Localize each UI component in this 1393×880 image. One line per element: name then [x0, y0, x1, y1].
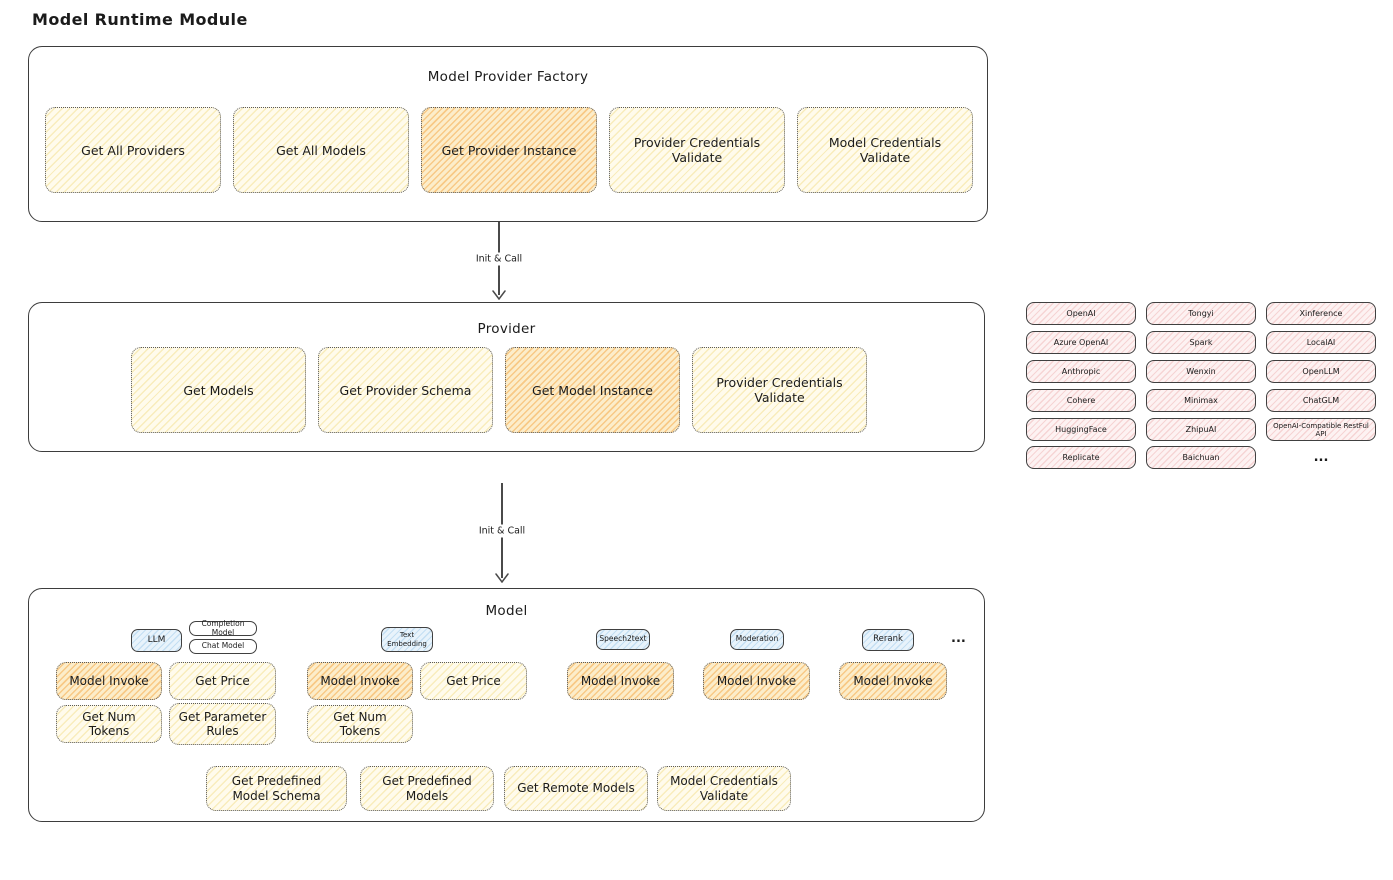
model-type-badge-completion-model: Completion Model	[189, 619, 257, 636]
page-title: Model Runtime Module	[32, 10, 248, 29]
provider-button-get-model-instance: Get Model Instance	[505, 347, 680, 433]
provider-chip-openai: OpenAI	[1026, 302, 1136, 325]
provider-button-get-models: Get Models	[131, 347, 306, 433]
provider-chip-xinference: Xinference	[1266, 302, 1376, 325]
provider-chip-zhipuai: ZhipuAI	[1146, 418, 1256, 441]
provider-chip-anthropic: Anthropic	[1026, 360, 1136, 383]
provider-button-get-provider-schema: Get Provider Schema	[318, 347, 493, 433]
provider-chip-wenxin: Wenxin	[1146, 360, 1256, 383]
provider-button-provider-credentials-validate: Provider Credentials Validate	[692, 347, 867, 433]
provider-chip-baichuan: Baichuan	[1146, 446, 1256, 469]
rerank-button-model-invoke: Model Invoke	[839, 662, 947, 700]
provider-chip-tongyi: Tongyi	[1146, 302, 1256, 325]
provider-chip-azure-openai: Azure OpenAI	[1026, 331, 1136, 354]
text-embedding-button-get-price: Get Price	[420, 662, 527, 700]
arrow-label-init-call-2: Init & Call	[473, 524, 531, 537]
provider-chip-chatglm: ChatGLM	[1266, 389, 1376, 412]
factory-button-get-all-models: Get All Models	[233, 107, 409, 193]
provider-chip-more: ...	[1313, 450, 1329, 465]
model-type-badge-llm: LLM	[131, 629, 182, 652]
speech2text-button-model-invoke: Model Invoke	[567, 662, 674, 700]
model-type-more: ...	[951, 631, 966, 646]
text-embedding-button-get-num-tokens: Get Num Tokens	[307, 705, 413, 743]
factory-button-provider-credentials-validate: Provider Credentials Validate	[609, 107, 785, 193]
model-type-badge-speech2text: Speech2text	[596, 629, 650, 650]
moderation-button-model-invoke: Model Invoke	[703, 662, 810, 700]
provider-box-title: Provider	[477, 321, 536, 337]
factory-box: Model Provider Factory Get All Providers…	[28, 46, 988, 222]
factory-button-model-credentials-validate: Model Credentials Validate	[797, 107, 973, 193]
llm-button-model-invoke: Model Invoke	[56, 662, 162, 700]
model-button-get-predefined-models: Get Predefined Models	[360, 766, 494, 811]
model-button-get-predefined-model-schema: Get Predefined Model Schema	[206, 766, 347, 811]
arrow-head-icon	[495, 573, 509, 583]
arrow-head-icon	[492, 290, 506, 300]
provider-chip-spark: Spark	[1146, 331, 1256, 354]
model-box: Model LLM Completion Model Chat Model Te…	[28, 588, 985, 822]
provider-chip-localai: LocalAI	[1266, 331, 1376, 354]
factory-box-title: Model Provider Factory	[427, 69, 589, 85]
provider-chip-openai-compatible: OpenAI-Compatible RestFul API	[1266, 418, 1376, 441]
factory-button-get-provider-instance: Get Provider Instance	[421, 107, 597, 193]
model-button-model-credentials-validate: Model Credentials Validate	[657, 766, 791, 811]
factory-button-get-all-providers: Get All Providers	[45, 107, 221, 193]
llm-button-get-price: Get Price	[169, 662, 276, 700]
llm-button-get-num-tokens: Get Num Tokens	[56, 705, 162, 743]
provider-chip-cohere: Cohere	[1026, 389, 1136, 412]
model-box-title: Model	[485, 603, 528, 619]
arrow-label-init-call-1: Init & Call	[470, 252, 528, 265]
provider-chip-huggingface: HuggingFace	[1026, 418, 1136, 441]
provider-chip-replicate: Replicate	[1026, 446, 1136, 469]
model-button-get-remote-models: Get Remote Models	[504, 766, 648, 811]
provider-chip-minimax: Minimax	[1146, 389, 1256, 412]
model-type-badge-chat-model: Chat Model	[189, 639, 257, 654]
text-embedding-button-model-invoke: Model Invoke	[307, 662, 413, 700]
model-type-badge-text-embedding: Text Embedding	[381, 627, 433, 652]
model-type-badge-rerank: Rerank	[862, 629, 914, 651]
model-type-badge-moderation: Moderation	[730, 629, 784, 650]
llm-button-get-parameter-rules: Get Parameter Rules	[169, 703, 276, 745]
provider-box: Provider Get Models Get Provider Schema …	[28, 302, 985, 452]
provider-chip-openllm: OpenLLM	[1266, 360, 1376, 383]
